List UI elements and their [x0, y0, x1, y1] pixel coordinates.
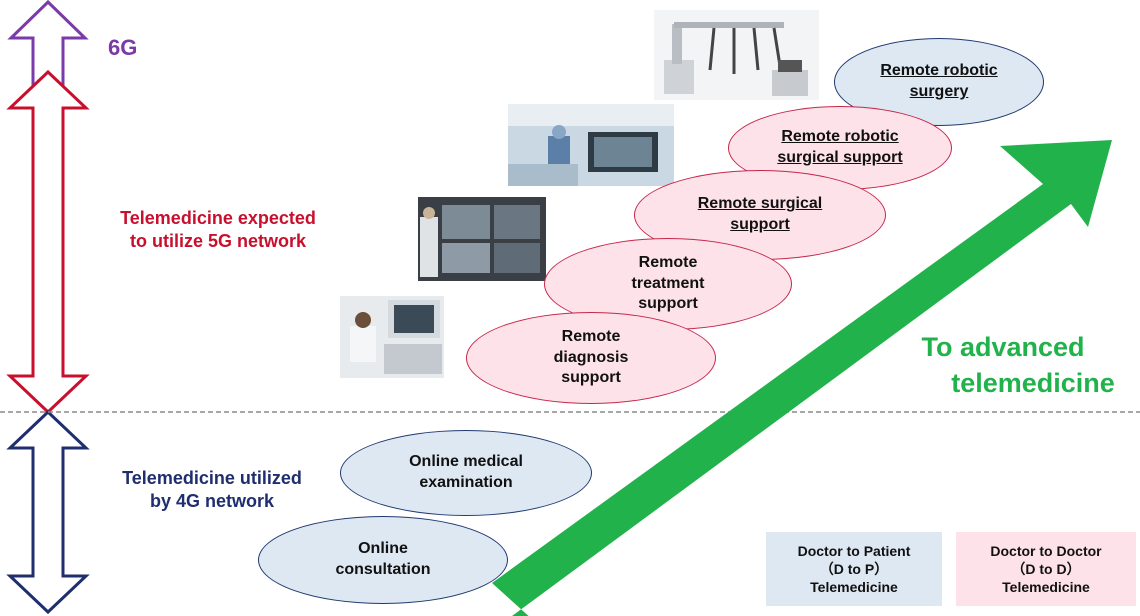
- photo-video-monitor-wall: [418, 197, 546, 281]
- surgical-robot-icon: [654, 10, 819, 100]
- ultrasound-exam-icon: [340, 296, 444, 378]
- item-online-medical-examination: Online medical examination: [340, 430, 592, 516]
- item-remote-diagnosis-support: Remote diagnosis support: [466, 312, 716, 404]
- legend-d-to-d: Doctor to Doctor （D to D） Telemedicine: [956, 532, 1136, 606]
- label-4g: Telemedicine utilized by 4G network: [122, 468, 302, 511]
- operating-room-icon: [508, 104, 674, 186]
- trend-arrow: [492, 140, 1112, 616]
- photo-ultrasound-exam: [340, 296, 444, 378]
- arrow-5g: [6, 69, 90, 415]
- arrow-4g: [6, 409, 90, 615]
- label-5g: Telemedicine expected to utilize 5G netw…: [120, 208, 316, 251]
- label-6g: 6G: [108, 35, 138, 60]
- monitor-wall-icon: [418, 197, 546, 281]
- photo-operating-room: [508, 104, 674, 186]
- photo-surgical-robot: [654, 10, 819, 100]
- trend-label: To advanced telemedicine: [921, 332, 1115, 398]
- item-online-consultation: Online consultation: [258, 516, 508, 604]
- legend-d-to-p: Doctor to Patient （D to P） Telemedicine: [766, 532, 942, 606]
